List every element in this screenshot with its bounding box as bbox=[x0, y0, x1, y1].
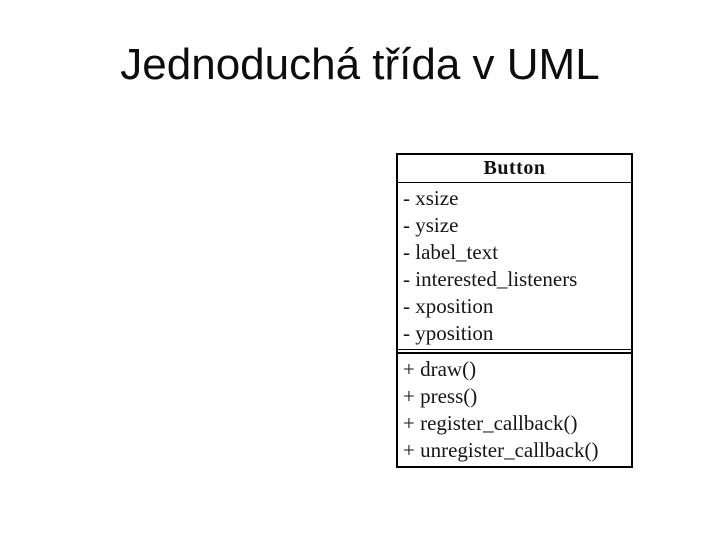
uml-methods-compartment: + draw() + press() + register_callback()… bbox=[398, 352, 631, 466]
uml-attributes-compartment: - xsize - ysize - label_text - intereste… bbox=[398, 183, 631, 350]
uml-attribute: - yposition bbox=[403, 321, 494, 345]
uml-method: + draw() bbox=[403, 357, 477, 381]
uml-class-box: Button - xsize - ysize - label_text - in… bbox=[396, 153, 633, 468]
uml-method: + press() bbox=[403, 384, 478, 408]
uml-class-name: Button bbox=[398, 155, 631, 183]
uml-attribute: - interested_listeners bbox=[403, 267, 578, 291]
uml-attribute: - xsize bbox=[403, 186, 459, 210]
slide-title: Jednoduchá třída v UML bbox=[120, 40, 600, 89]
uml-attribute: - xposition bbox=[403, 294, 494, 318]
uml-attribute: - ysize bbox=[403, 213, 459, 237]
uml-method: + register_callback() bbox=[403, 411, 578, 435]
uml-method: + unregister_callback() bbox=[403, 438, 599, 462]
uml-attribute: - label_text bbox=[403, 240, 499, 264]
